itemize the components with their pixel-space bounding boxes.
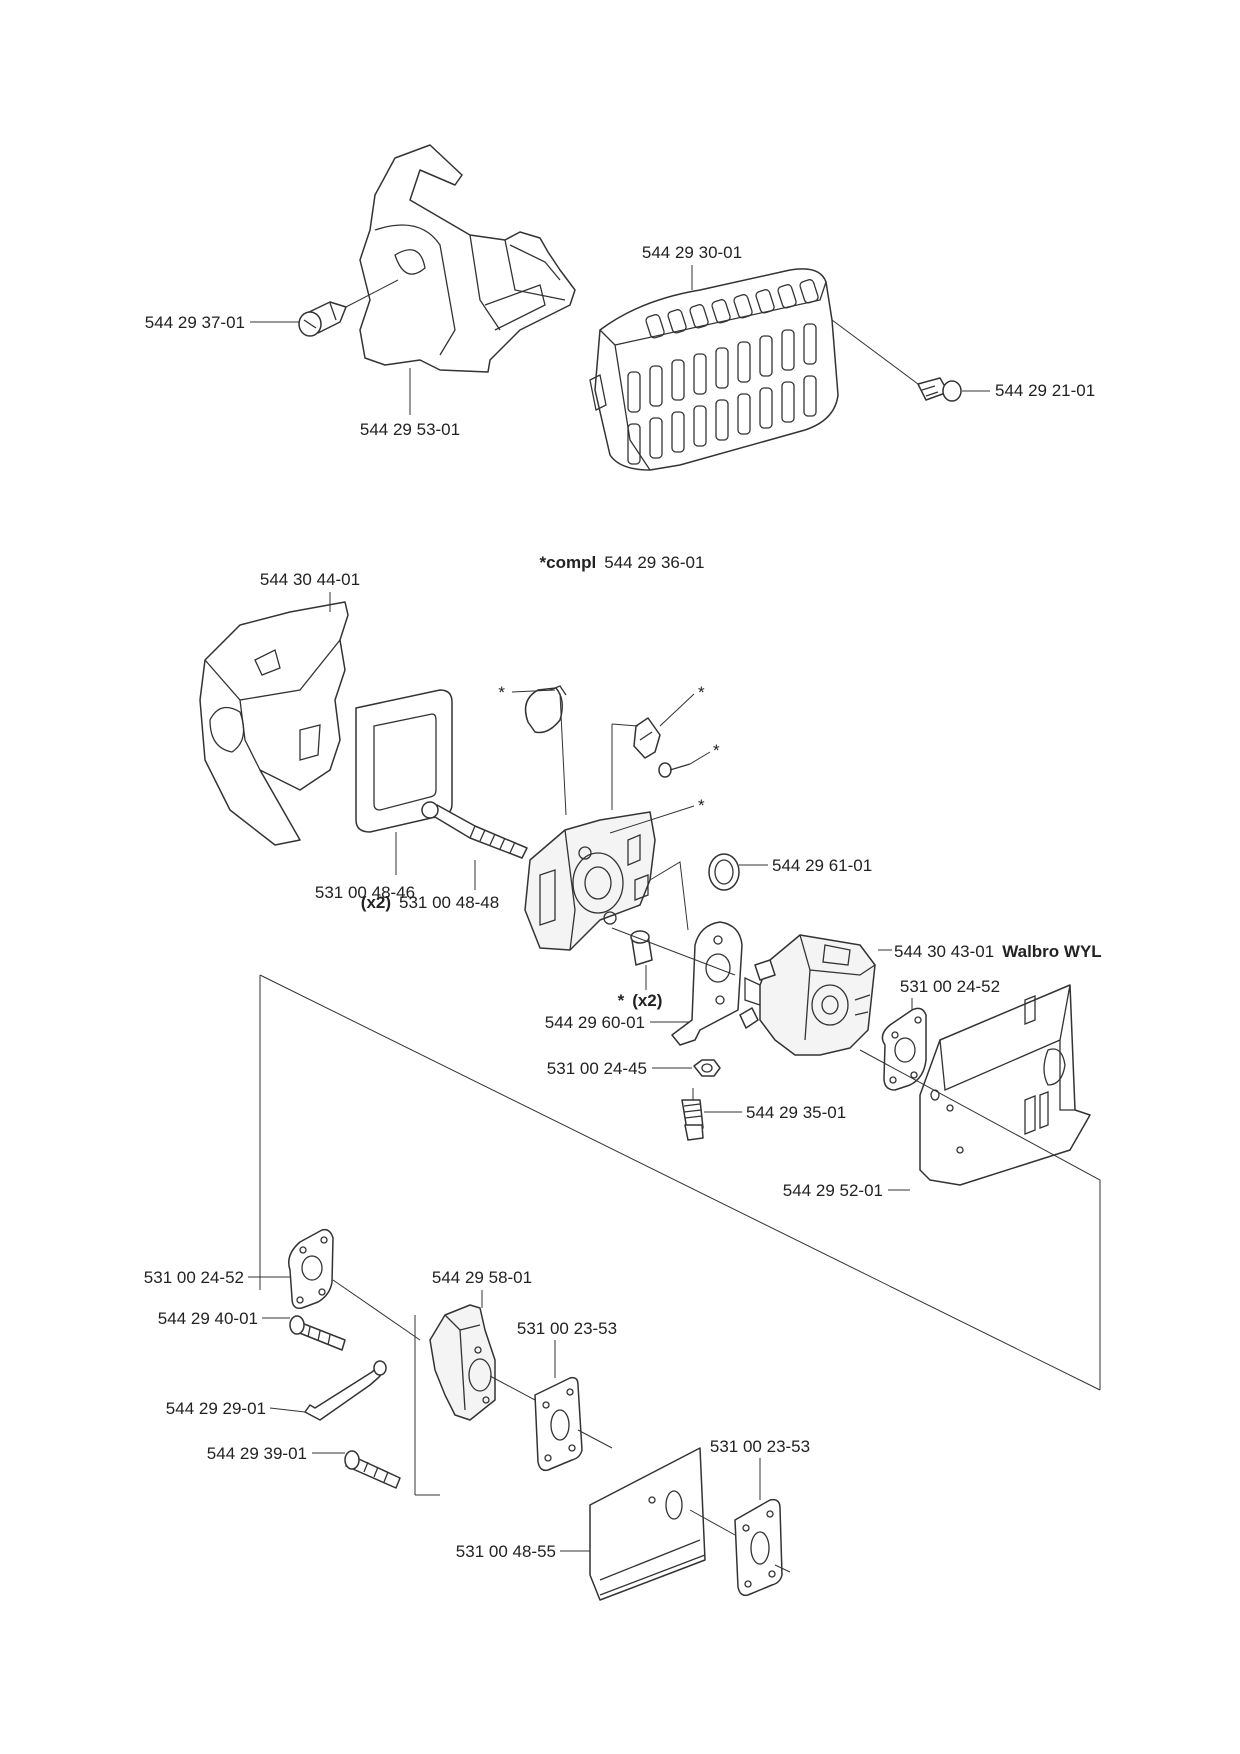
vent-slot bbox=[737, 341, 751, 383]
vent-slot bbox=[711, 299, 731, 324]
long-bolt-callout: (x2) 531 00 48-48 bbox=[361, 893, 499, 912]
spacer-part bbox=[630, 930, 653, 966]
compl-number: 544 29 36-01 bbox=[604, 553, 704, 572]
vent-slot bbox=[667, 309, 687, 334]
cylinder-cover-part bbox=[359, 144, 576, 373]
part-number-label: 531 00 24-52 bbox=[900, 977, 1000, 996]
vent-slot bbox=[693, 353, 707, 395]
part-number-label: 544 29 53-01 bbox=[360, 420, 460, 439]
vent-slot bbox=[803, 375, 817, 417]
vent-slot bbox=[689, 304, 709, 329]
part-number-label: 531 00 24-52 bbox=[144, 1268, 244, 1287]
carburetor-model: Walbro WYL bbox=[1002, 942, 1101, 961]
filter-housing-part bbox=[524, 811, 656, 951]
choke-lever-part bbox=[633, 717, 661, 759]
complete-assembly-note: *compl 544 29 36-01 bbox=[540, 553, 705, 572]
spacer-callout: * (x2) bbox=[618, 991, 663, 1010]
vent-slot bbox=[777, 284, 797, 309]
gasket-part bbox=[534, 1376, 583, 1472]
long-bolt-part bbox=[421, 801, 528, 859]
vent-slot bbox=[627, 423, 641, 465]
bolt-part bbox=[289, 1315, 346, 1351]
part-number-label: 544 29 40-01 bbox=[158, 1309, 258, 1328]
compl-prefix: *compl bbox=[540, 553, 597, 572]
part-number-label: 544 29 52-01 bbox=[783, 1181, 883, 1200]
part-number-label: 544 29 58-01 bbox=[432, 1268, 532, 1287]
vent-slot bbox=[803, 323, 817, 365]
part-number-label: 531 00 24-45 bbox=[547, 1059, 647, 1078]
vent-slot bbox=[755, 289, 775, 314]
vent-slot bbox=[781, 329, 795, 371]
screw-part bbox=[917, 377, 962, 402]
intake-adapter-part bbox=[429, 1304, 496, 1421]
part-number-label: 544 29 61-01 bbox=[772, 856, 872, 875]
part-number-label: 544 29 39-01 bbox=[207, 1444, 307, 1463]
assembly-star-marker: * bbox=[618, 991, 625, 1010]
screw-part bbox=[298, 301, 347, 337]
assembly-star-marker: * bbox=[698, 796, 705, 815]
vent-slot bbox=[649, 365, 663, 407]
part-number-label: 531 00 48-55 bbox=[456, 1542, 556, 1561]
adjust-screw-part bbox=[681, 1099, 704, 1141]
gasket-part bbox=[288, 1228, 334, 1310]
tiny-screw-part bbox=[658, 762, 691, 778]
part-number-label: 544 29 21-01 bbox=[995, 381, 1095, 400]
o-ring-part bbox=[708, 853, 740, 891]
muffler-cover-part bbox=[589, 268, 839, 471]
assembly-star-marker: * bbox=[698, 683, 705, 702]
nut-part bbox=[693, 1059, 721, 1077]
part-number-label: 531 00 23-53 bbox=[517, 1319, 617, 1338]
bracket-part bbox=[671, 921, 743, 1046]
vent-slot bbox=[759, 335, 773, 377]
vent-slot bbox=[715, 399, 729, 441]
assembly-star-marker: * bbox=[713, 741, 720, 760]
vent-slot bbox=[715, 347, 729, 389]
vent-slot bbox=[649, 417, 663, 459]
link-rod-part bbox=[304, 1360, 387, 1421]
carburetor-part bbox=[739, 934, 876, 1056]
air-filter-cover-part bbox=[199, 601, 349, 846]
part-number-label: 544 29 29-01 bbox=[166, 1399, 266, 1418]
vent-slot bbox=[693, 405, 707, 447]
part-number-label: 544 30 44-01 bbox=[260, 570, 360, 589]
vent-slot bbox=[733, 294, 753, 319]
vent-slot bbox=[737, 393, 751, 435]
air-filter-part bbox=[355, 689, 453, 833]
part-number-label: 544 30 43-01 bbox=[894, 942, 994, 961]
part-number-label: 544 29 30-01 bbox=[642, 243, 742, 262]
part-number-label: 531 00 48-48 bbox=[399, 893, 499, 912]
part-number-label: 531 00 48-46 bbox=[315, 883, 415, 902]
part-number-label: 531 00 23-53 bbox=[710, 1437, 810, 1456]
vent-slot bbox=[781, 381, 795, 423]
vent-slot bbox=[627, 371, 641, 413]
part-number-label: 544 29 35-01 bbox=[746, 1103, 846, 1122]
bracket-plate-part bbox=[919, 984, 1091, 1186]
gasket-part bbox=[881, 1007, 927, 1091]
gasket-part bbox=[734, 1498, 783, 1597]
heat-shield-part bbox=[589, 1447, 706, 1601]
part-number-label: 544 29 60-01 bbox=[545, 1013, 645, 1032]
vent-slot bbox=[671, 359, 685, 401]
carburetor-callout: 544 30 43-01 Walbro WYL bbox=[894, 942, 1102, 961]
vent-slot bbox=[645, 314, 665, 339]
choke-flap-part bbox=[524, 685, 567, 734]
quantity-marker: (x2) bbox=[361, 893, 391, 912]
vent-slot bbox=[671, 411, 685, 453]
vent-slot bbox=[759, 387, 773, 429]
vent-slot bbox=[799, 279, 819, 304]
bolt-part bbox=[344, 1450, 401, 1489]
part-number-label: 544 29 37-01 bbox=[145, 313, 245, 332]
assembly-star-marker: * bbox=[498, 683, 505, 702]
muffler-cover-vents bbox=[627, 279, 819, 465]
quantity-marker: (x2) bbox=[632, 991, 662, 1010]
